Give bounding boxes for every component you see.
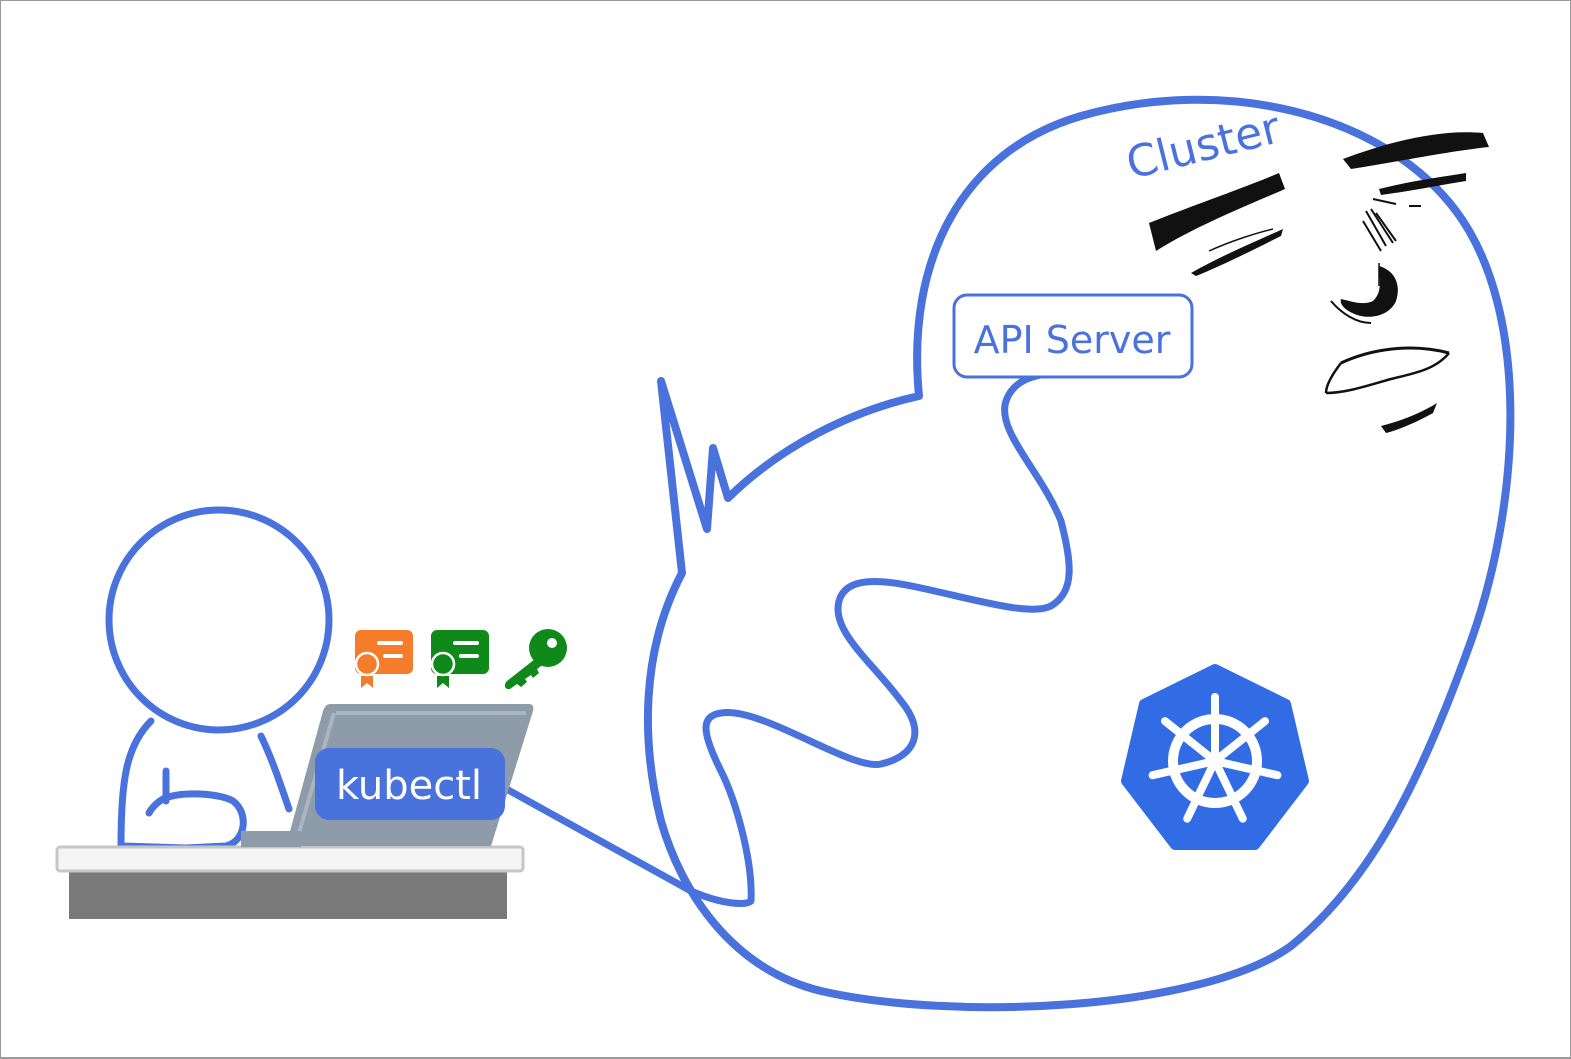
kubectl-label: kubectl xyxy=(336,763,482,809)
kubectl-box[interactable]: kubectl xyxy=(315,748,505,820)
person-head xyxy=(105,506,333,734)
api-server-label: API Server xyxy=(974,318,1171,362)
person-body xyxy=(117,717,247,852)
key-icon xyxy=(504,629,567,690)
certificate-icon xyxy=(354,630,413,688)
k8s-wheel-spoke xyxy=(1218,758,1282,780)
k8s-wheel-spoke xyxy=(1148,758,1212,780)
k8s-wheel-spoke xyxy=(1214,764,1247,823)
api-server-box[interactable]: API Server xyxy=(952,293,1194,379)
cluster-label: Cluster xyxy=(1121,102,1286,189)
cluster-outline xyxy=(643,95,1515,1012)
k8s-wheel-spoke xyxy=(1183,764,1216,823)
certificate-icon xyxy=(430,630,489,688)
annoyed-face-icon xyxy=(1149,132,1489,433)
person-figure xyxy=(117,717,293,852)
desk xyxy=(55,845,525,919)
k8s-wheel-spoke xyxy=(1161,717,1213,760)
kubernetes-logo-icon xyxy=(1121,664,1309,850)
k8s-wheel-spoke xyxy=(1217,717,1269,760)
connection-line xyxy=(497,369,1073,908)
